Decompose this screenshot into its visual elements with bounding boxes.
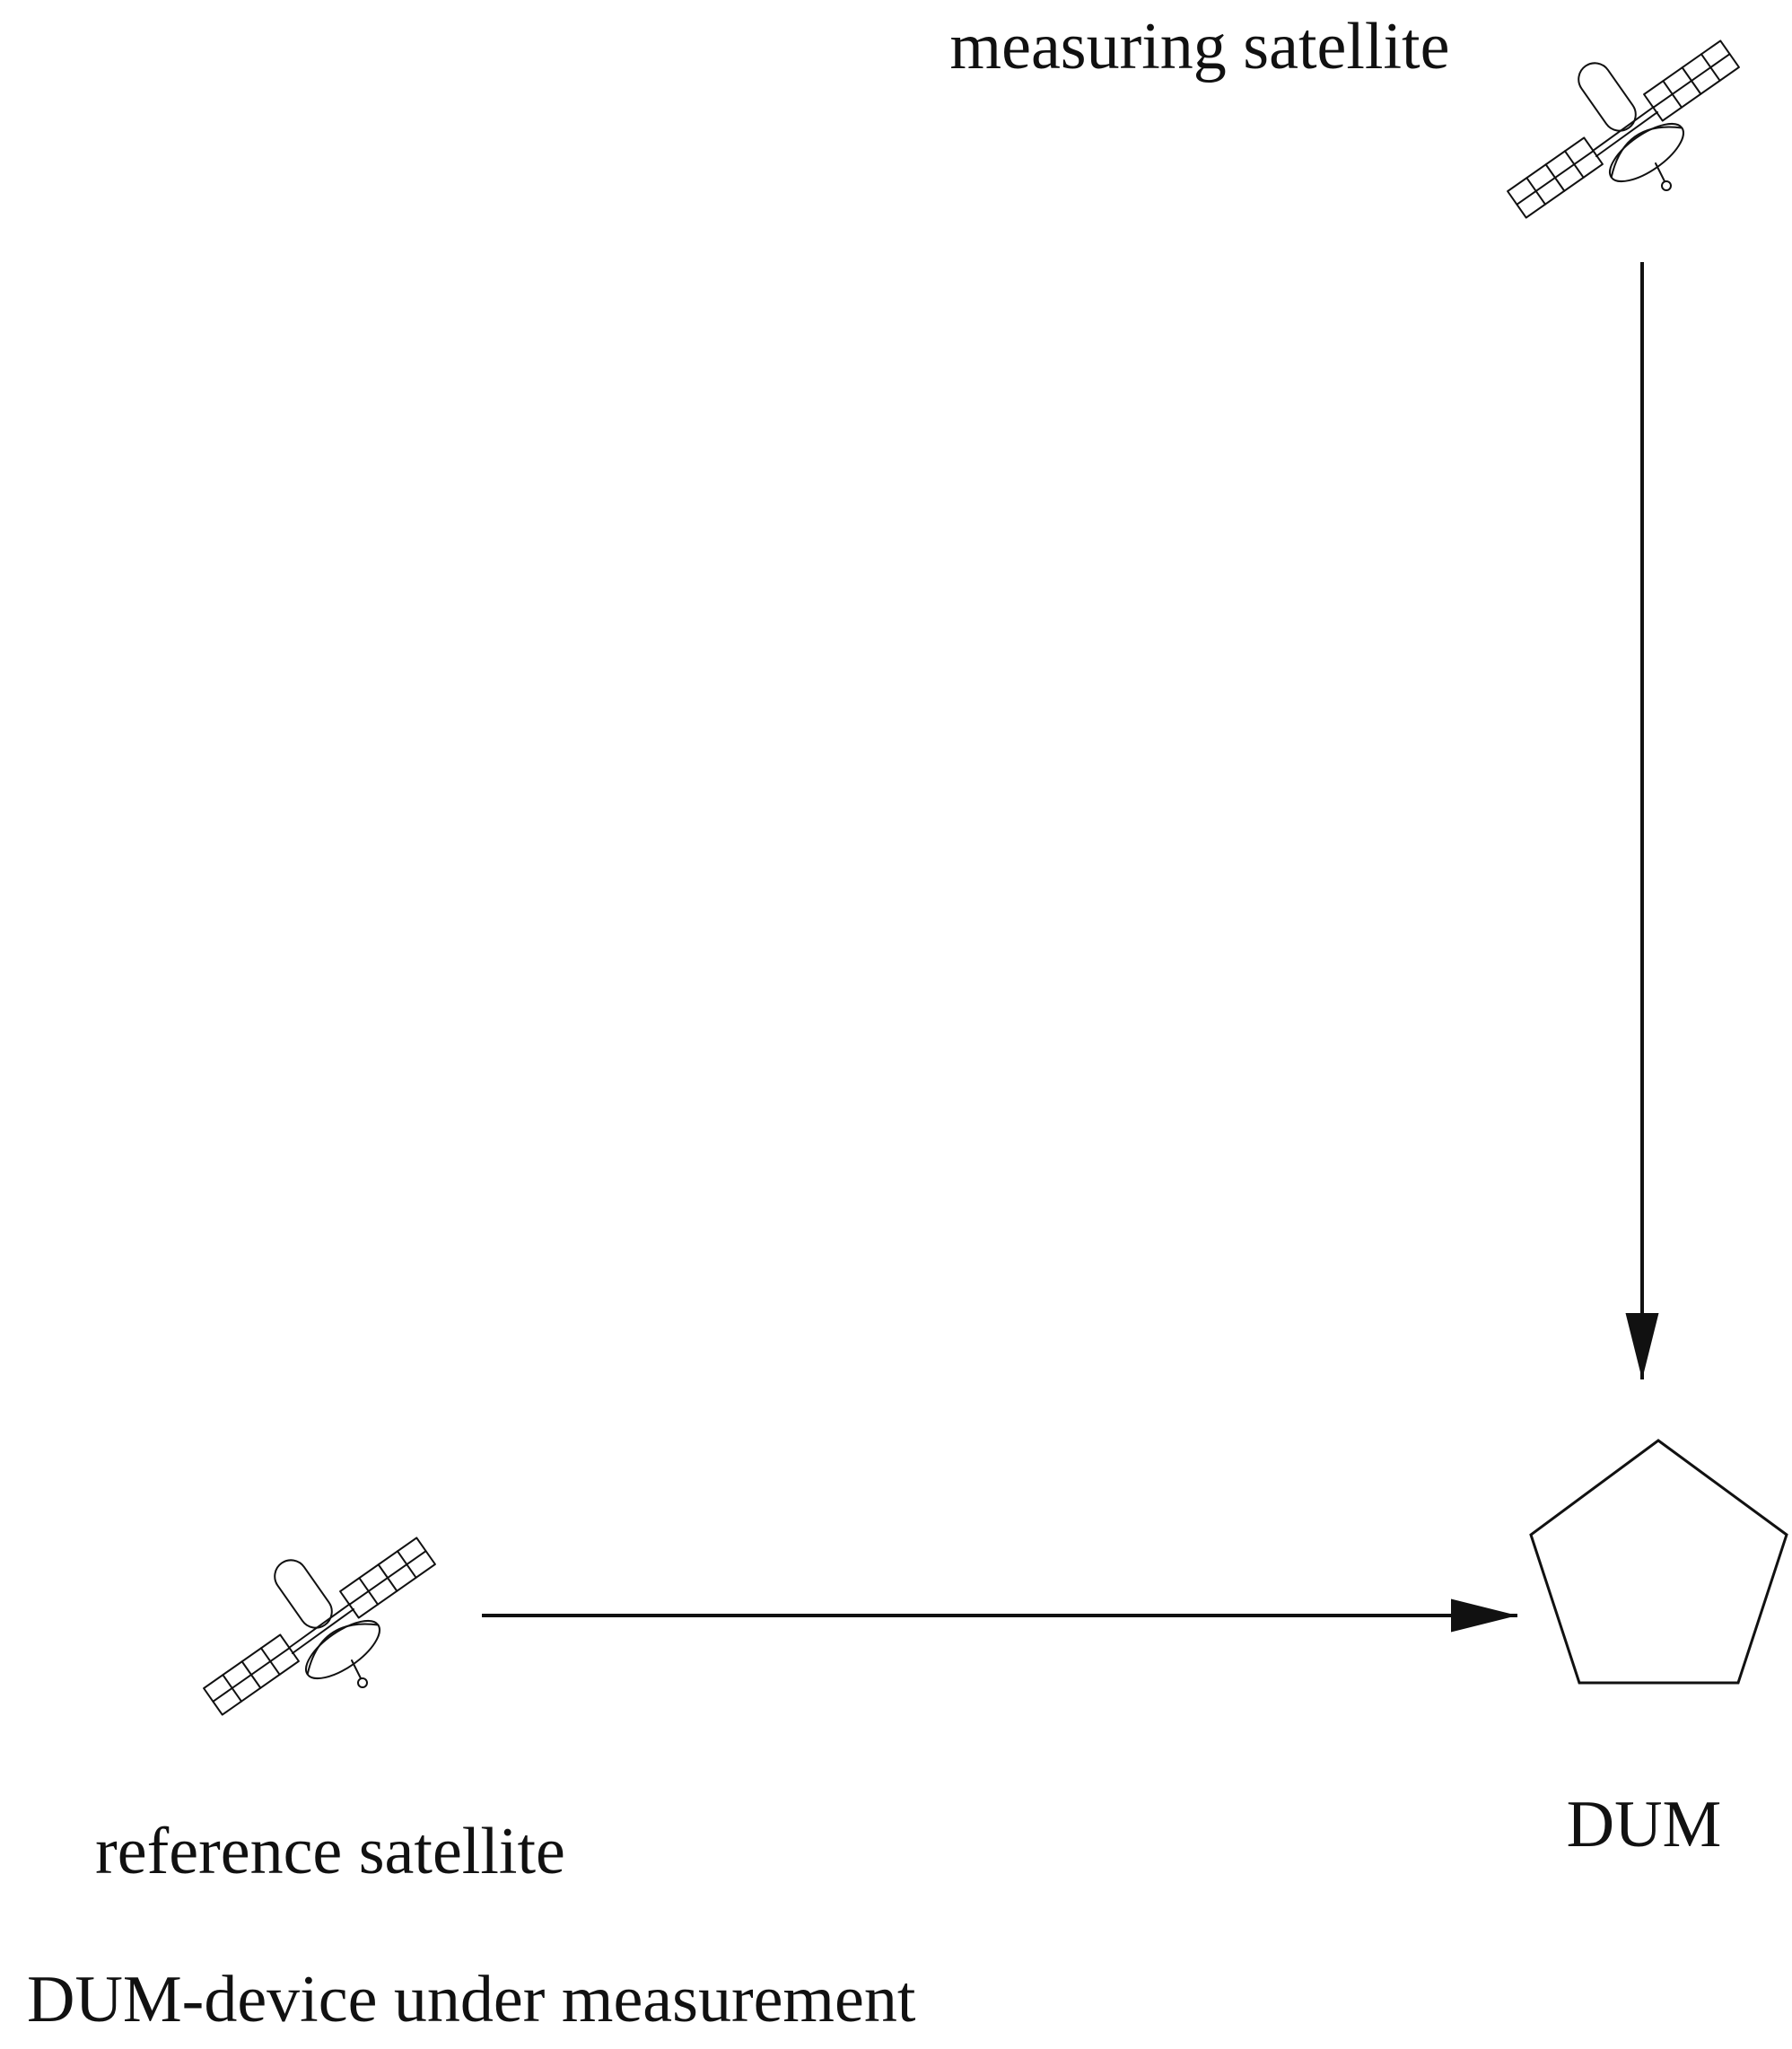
dum-node: DUM [1529, 1439, 1788, 1861]
measuring-satellite-label: measuring satellite [950, 10, 1450, 83]
footnote-legend: DUM-device under measurement [27, 1963, 916, 2036]
dum-label: DUM [1567, 1788, 1722, 1861]
dum-pentagon-shape [1529, 1439, 1788, 1685]
reference-satellite-icon [203, 1537, 436, 1716]
measuring-satellite: measuring satellite [950, 10, 1740, 219]
measuring-satellite-icon [1507, 39, 1740, 219]
reference-satellite: reference satellite [95, 1537, 565, 1888]
reference-satellite-label: reference satellite [95, 1815, 565, 1888]
